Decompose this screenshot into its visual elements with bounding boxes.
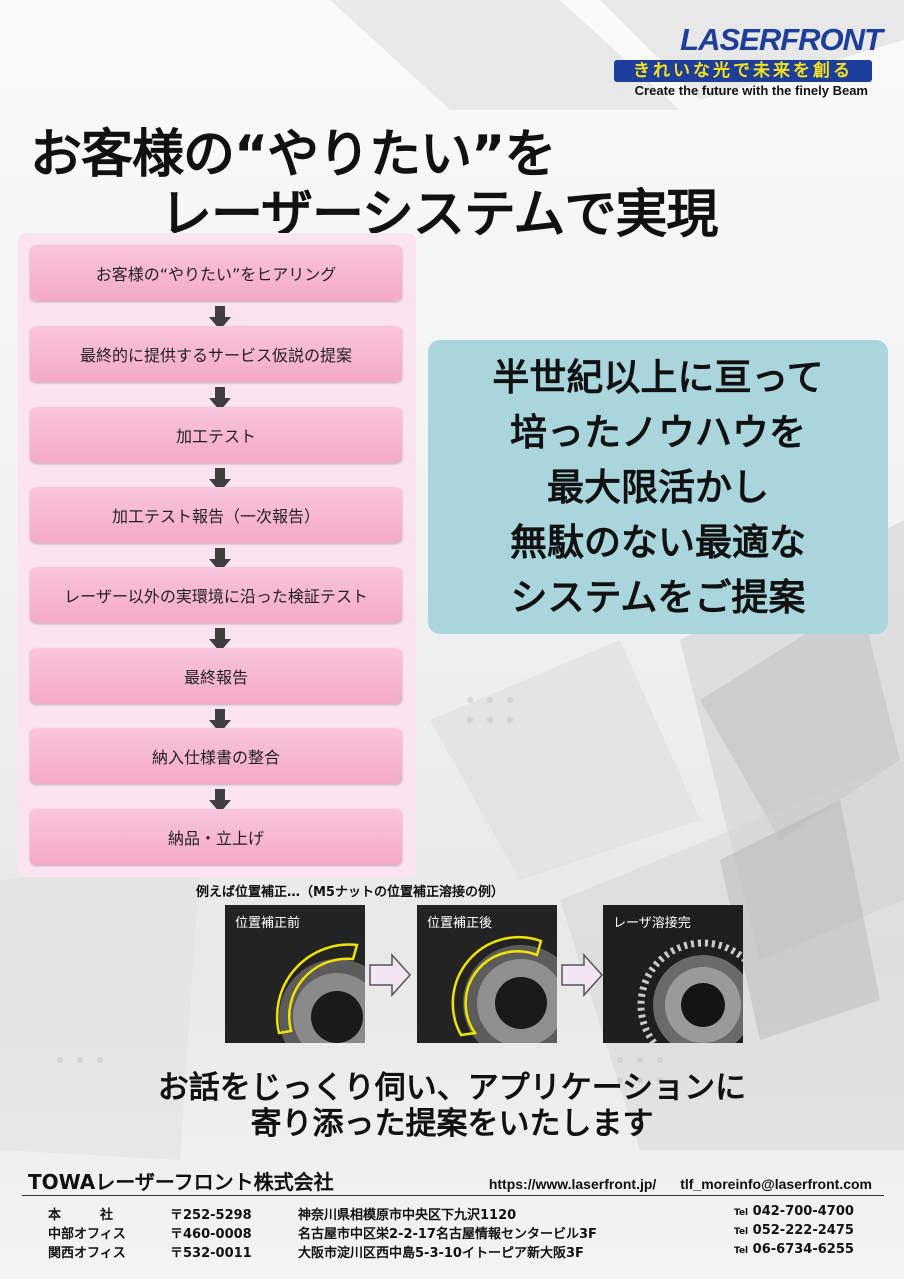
- tel-number: 042-700-4700: [752, 1204, 854, 1219]
- down-arrow-icon: [209, 306, 231, 330]
- flow-step: レーザー以外の実環境に沿った検証テスト: [30, 567, 402, 623]
- photo-label: 位置補正前: [235, 916, 301, 931]
- office-zip: 〒532-0011: [170, 1246, 252, 1261]
- nut-image: [225, 905, 365, 1043]
- nut-image: [603, 905, 743, 1043]
- knowhow-line: 最大限活かし: [547, 465, 769, 509]
- down-arrow-icon: [209, 789, 231, 813]
- office-address: 大阪市淀川区西中島5-3-10イトーピア新大阪3F: [298, 1246, 584, 1261]
- right-arrow-icon: [369, 953, 412, 997]
- office-address: 神奈川県相模原市中央区下九沢1120: [298, 1208, 517, 1223]
- down-arrow-icon: [209, 709, 231, 733]
- knowhow-line: システムをご提案: [510, 575, 806, 619]
- photo-label: 位置補正後: [427, 916, 493, 931]
- laserfront-logo: LASERFRONT きれいな光で未来を創る Create the future…: [612, 22, 883, 100]
- office-tel: Tel 042-700-4700: [734, 1204, 854, 1219]
- photo-after-correction: 位置補正後: [417, 905, 557, 1043]
- tel-prefix: Tel: [734, 1227, 749, 1237]
- nut-image: [417, 905, 557, 1043]
- company-name: TOWAレーザーフロント株式会社: [28, 1170, 334, 1194]
- office-zip: 〒460-0008: [170, 1227, 252, 1242]
- office-name: 中部オフィス: [48, 1227, 126, 1242]
- office-zip: 〒252-5298: [170, 1208, 252, 1223]
- office-row: 中部オフィス 〒460-0008 名古屋市中区栄2-2-17名古屋情報センタービ…: [48, 1223, 868, 1243]
- office-tel: Tel 06-6734-6255: [734, 1242, 854, 1257]
- knowhow-line: 無駄のない最適な: [510, 520, 806, 564]
- flow-step: 納品・立上げ: [30, 809, 402, 865]
- closing-line-1: お話をじっくり伺い、アプリケーションに: [157, 1070, 747, 1106]
- right-arrow-icon: [561, 953, 604, 997]
- closing-line-2: 寄り添った提案をいたします: [250, 1106, 654, 1142]
- down-arrow-icon: [209, 628, 231, 652]
- email-link[interactable]: tlf_moreinfo@laserfront.com: [680, 1176, 872, 1192]
- down-arrow-icon: [209, 387, 231, 411]
- office-tel: Tel 052-222-2475: [734, 1223, 854, 1238]
- flow-step: 加工テスト報告（一次報告）: [30, 487, 402, 543]
- example-caption: 例えば位置補正…（M5ナットの位置補正溶接の例）: [196, 885, 504, 900]
- tel-prefix: Tel: [734, 1208, 749, 1218]
- contact-links: https://www.laserfront.jp/ tlf_moreinfo@…: [469, 1176, 872, 1192]
- knowhow-line: 培ったノウハウを: [510, 410, 806, 454]
- website-link[interactable]: https://www.laserfront.jp/: [488, 1176, 657, 1192]
- logo-tagline-jp: きれいな光で未来を創る: [614, 60, 872, 82]
- flow-step: 最終的に提供するサービス仮説の提案: [30, 326, 402, 382]
- down-arrow-icon: [209, 548, 231, 572]
- office-name: 関西オフィス: [48, 1246, 126, 1261]
- flow-step: 納入仕様書の整合: [30, 728, 402, 784]
- footer-divider: [22, 1195, 884, 1196]
- photo-before-correction: 位置補正前: [225, 905, 365, 1043]
- flow-step: お客様の“やりたい”をヒアリング: [30, 245, 402, 301]
- flow-step: 最終報告: [30, 648, 402, 704]
- office-row: 関西オフィス 〒532-0011 大阪市淀川区西中島5-3-10イトーピア新大阪…: [48, 1242, 868, 1262]
- office-name: 本 社: [48, 1208, 114, 1223]
- process-flow: お客様の“やりたい”をヒアリング 最終的に提供するサービス仮説の提案 加工テスト…: [18, 233, 416, 877]
- photo-label: レーザ溶接完: [613, 916, 691, 931]
- tel-number: 052-222-2475: [752, 1223, 854, 1238]
- knowhow-line: 半世紀以上に亘って: [492, 355, 824, 399]
- logo-wordmark: LASERFRONT: [680, 22, 883, 57]
- knowhow-panel: 半世紀以上に亘って 培ったノウハウを 最大限活かし 無駄のない最適な システムを…: [428, 340, 888, 634]
- office-address: 名古屋市中区栄2-2-17名古屋情報センタービル3F: [298, 1227, 597, 1242]
- down-arrow-icon: [209, 468, 231, 492]
- headline-line-1: お客様の“やりたい”を: [30, 125, 556, 185]
- office-row: 本 社 〒252-5298 神奈川県相模原市中央区下九沢1120 Tel 042…: [48, 1204, 868, 1224]
- logo-tagline-en: Create the future with the finely Beam: [634, 83, 868, 98]
- tel-prefix: Tel: [734, 1246, 749, 1256]
- flow-step: 加工テスト: [30, 407, 402, 463]
- tel-number: 06-6734-6255: [752, 1242, 854, 1257]
- photo-weld-complete: レーザ溶接完: [603, 905, 743, 1043]
